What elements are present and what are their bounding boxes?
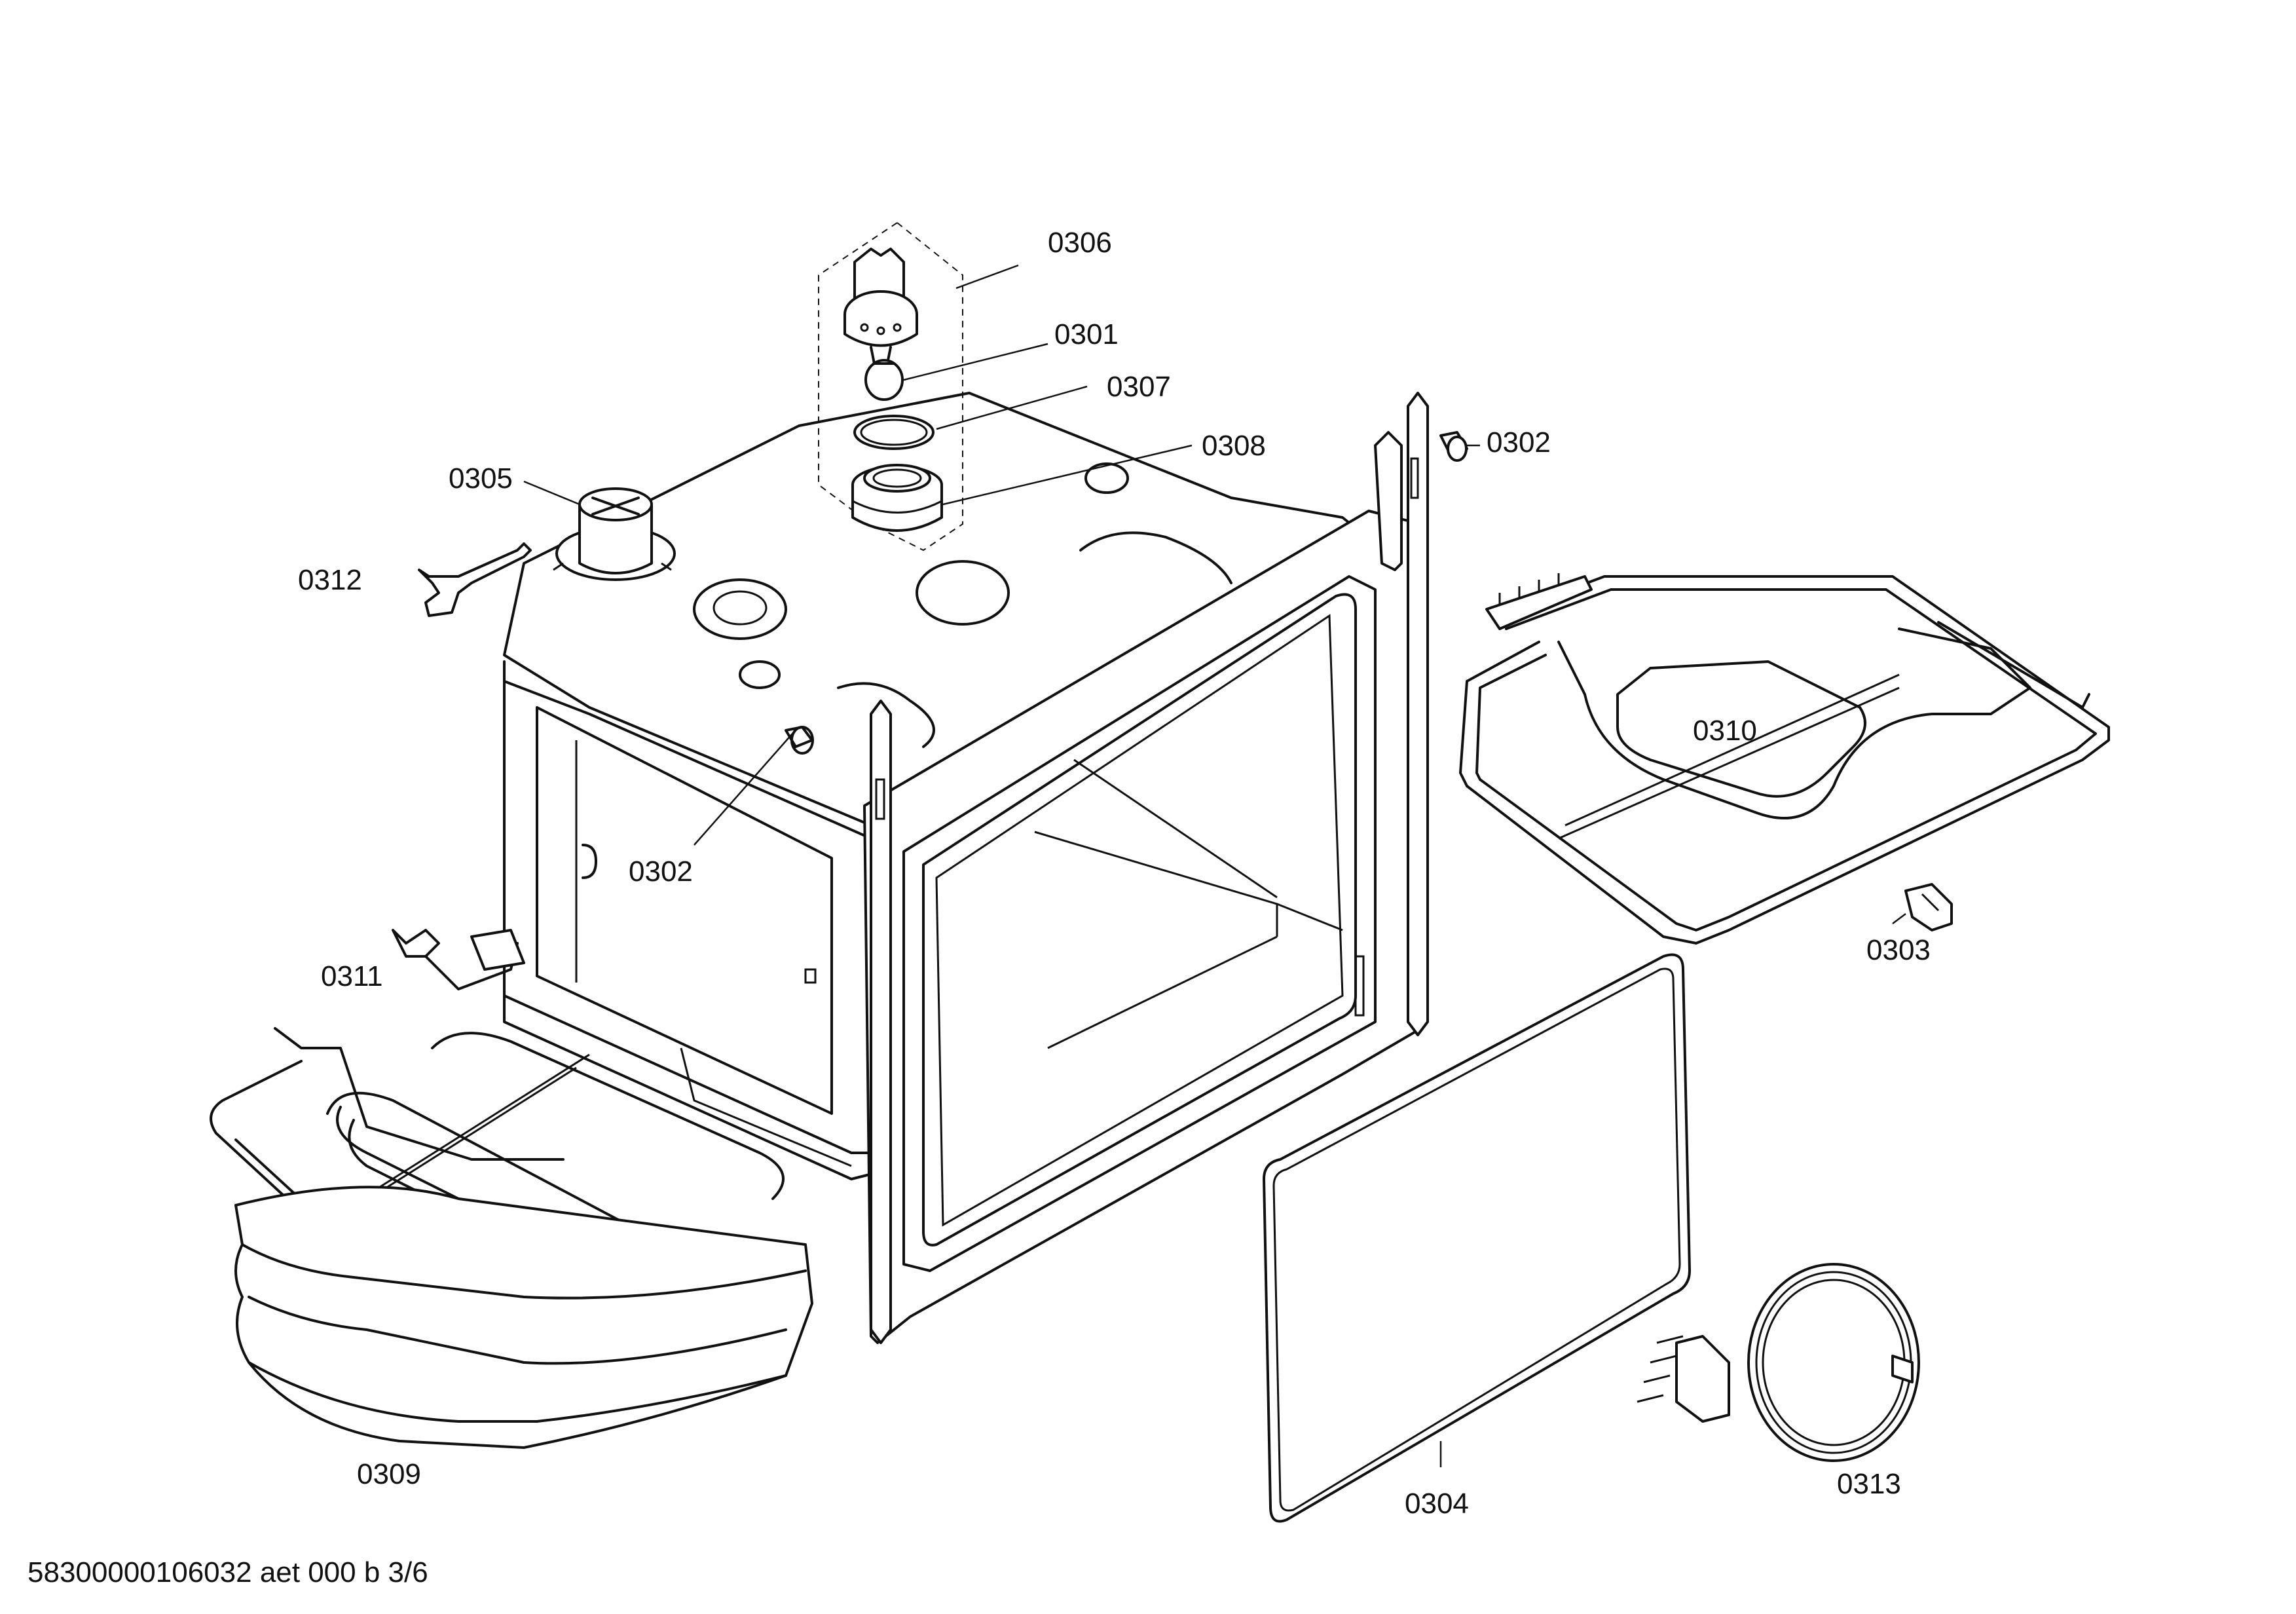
insulation-0309 (234, 1186, 813, 1449)
callout-0311: 0311 (321, 960, 383, 992)
callout-0302-top-right: 0302 (1487, 426, 1551, 459)
bulb-0301 (864, 359, 904, 401)
callout-0303: 0303 (1866, 934, 1931, 966)
part-0305 (553, 487, 676, 581)
callout-0304: 0304 (1405, 1488, 1469, 1520)
heating-element-0310 (1459, 573, 2110, 945)
ring-element-0313 (1637, 1263, 1920, 1462)
lamp-cap-0306 (843, 248, 918, 365)
clip-part-0312 (418, 542, 532, 617)
lamp-assembly (818, 222, 963, 552)
door-seal-0304 (1263, 953, 1691, 1523)
clip-part-0303 (1904, 883, 1953, 931)
callout-0312: 0312 (298, 564, 362, 596)
callout-0305: 0305 (449, 462, 513, 495)
document-id-footer: 58300000106032 aet 000 b 3/6 (28, 1556, 428, 1588)
callout-0310: 0310 (1693, 715, 1757, 747)
callout-0306: 0306 (1048, 227, 1112, 259)
lamp-socket-0308 (851, 464, 943, 532)
plug-part-0302 (1439, 431, 1468, 462)
seal-ring-0307 (853, 415, 935, 450)
callout-0302-center: 0302 (629, 855, 693, 888)
oven-cavity (503, 392, 1429, 1344)
callout-0308: 0308 (1202, 430, 1266, 462)
callout-0301: 0301 (1054, 318, 1119, 350)
leader-lines (523, 264, 1906, 1467)
callout-0309: 0309 (357, 1458, 421, 1490)
sensor-part-top (785, 726, 814, 755)
callout-0313: 0313 (1837, 1468, 1901, 1500)
callout-0307: 0307 (1107, 371, 1171, 403)
